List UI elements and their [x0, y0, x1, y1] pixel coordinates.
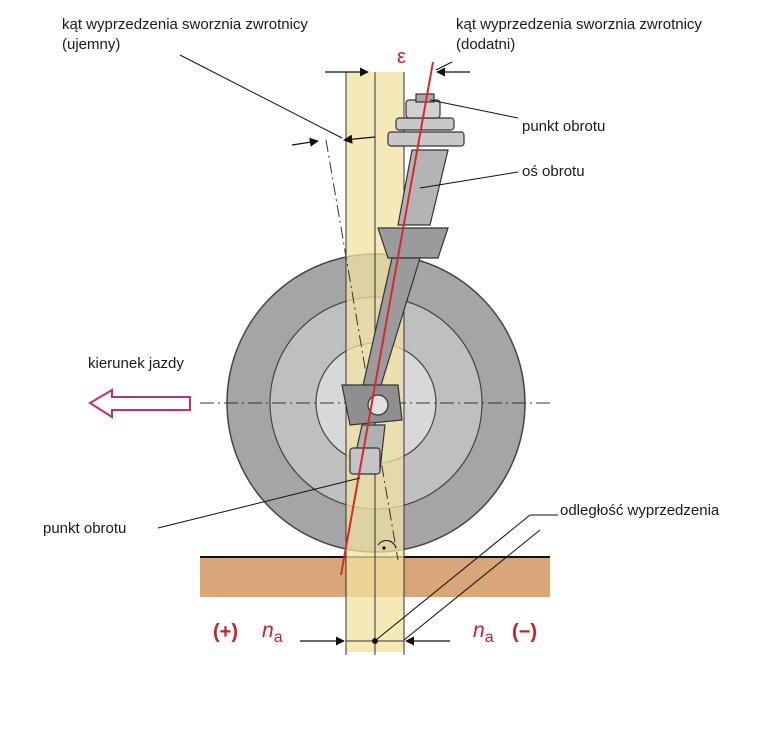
plus-sign: (+) [213, 621, 238, 643]
negative-caster-label-line1: kąt wyprzedzenia sworznia zwrotnicy [62, 16, 308, 33]
negative-caster-axis [325, 139, 399, 561]
trail-distance-label: odległość wyprzedzenia [560, 502, 720, 519]
n-a-right-subscript: a [484, 629, 494, 646]
leader-lines [157, 54, 558, 641]
right-angle-mark [377, 540, 397, 549]
n-a-right-symbol: n [473, 619, 485, 642]
pivot-point-bottom-label: punkt obrotu [43, 520, 127, 537]
negative-caster-label-line2: (ujemny) [62, 36, 121, 53]
neg-angle-arrow-left [291, 137, 319, 147]
steering-axis [340, 61, 434, 576]
n-a-left: na [262, 619, 283, 646]
minus-sign: (−) [512, 621, 537, 643]
neg-angle-arrow-right [343, 134, 376, 144]
pivot-point-top-label: punkt obrotu [522, 118, 606, 135]
epsilon-symbol: ε [397, 46, 406, 68]
n-a-left-symbol: n [262, 619, 274, 642]
n-a-left-subscript: a [273, 629, 283, 646]
strut-assembly [341, 93, 465, 475]
direction-label: kierunek jazdy [88, 355, 184, 372]
n-a-right: na [473, 619, 494, 646]
positive-caster-label-line2: (dodatni) [456, 36, 516, 53]
direction-arrow-icon [88, 388, 191, 419]
positive-caster-label-line1: kąt wyprzedzenia sworznia zwrotnicy [456, 16, 702, 33]
pivot-axis-label: oś obrotu [522, 163, 585, 180]
right-angle-dot [382, 546, 386, 550]
